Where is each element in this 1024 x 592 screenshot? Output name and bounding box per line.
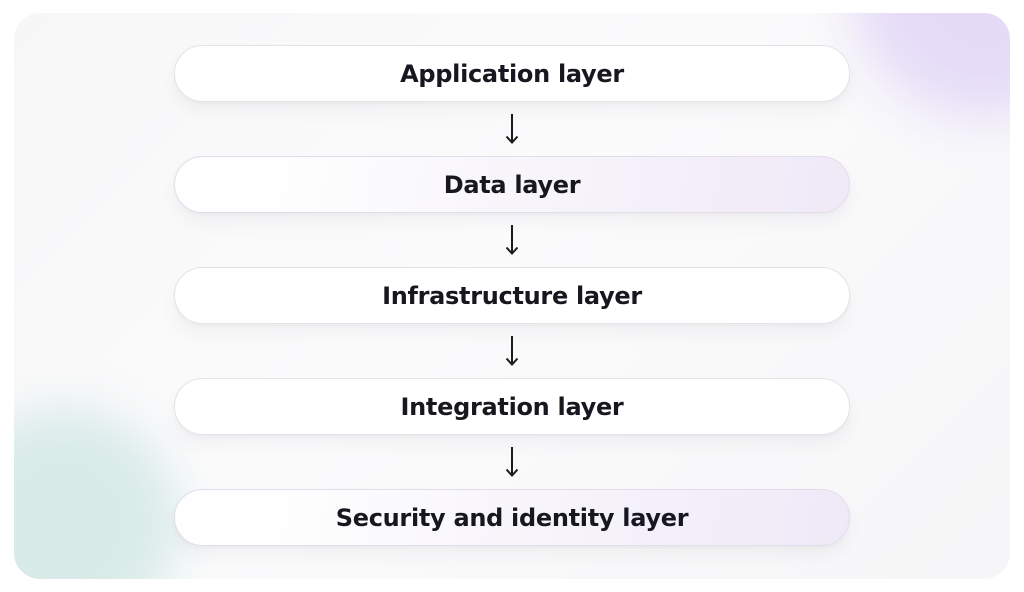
layer-label-application: Application layer <box>400 59 624 88</box>
layer-box-security-identity: Security and identity layer <box>174 489 850 546</box>
layer-stack: Application layer Data layer Infrastruct… <box>174 45 850 546</box>
diagram-card: Application layer Data layer Infrastruct… <box>14 13 1010 579</box>
arrow-row <box>174 213 850 267</box>
layer-label-security-identity: Security and identity layer <box>335 503 689 532</box>
down-arrow-icon <box>505 447 519 477</box>
layer-label-infrastructure: Infrastructure layer <box>382 281 642 310</box>
arrow-row <box>174 102 850 156</box>
layer-label-data: Data layer <box>443 170 581 199</box>
down-arrow-icon <box>505 114 519 144</box>
decorative-blob-teal <box>14 408 179 579</box>
layer-box-infrastructure: Infrastructure layer <box>174 267 850 324</box>
down-arrow-icon <box>505 225 519 255</box>
layer-box-application: Application layer <box>174 45 850 102</box>
arrow-row <box>174 324 850 378</box>
layer-box-integration: Integration layer <box>174 378 850 435</box>
layer-box-data: Data layer <box>174 156 850 213</box>
layer-label-integration: Integration layer <box>400 392 624 421</box>
decorative-blob-purple <box>849 13 1010 118</box>
down-arrow-icon <box>505 336 519 366</box>
arrow-row <box>174 435 850 489</box>
